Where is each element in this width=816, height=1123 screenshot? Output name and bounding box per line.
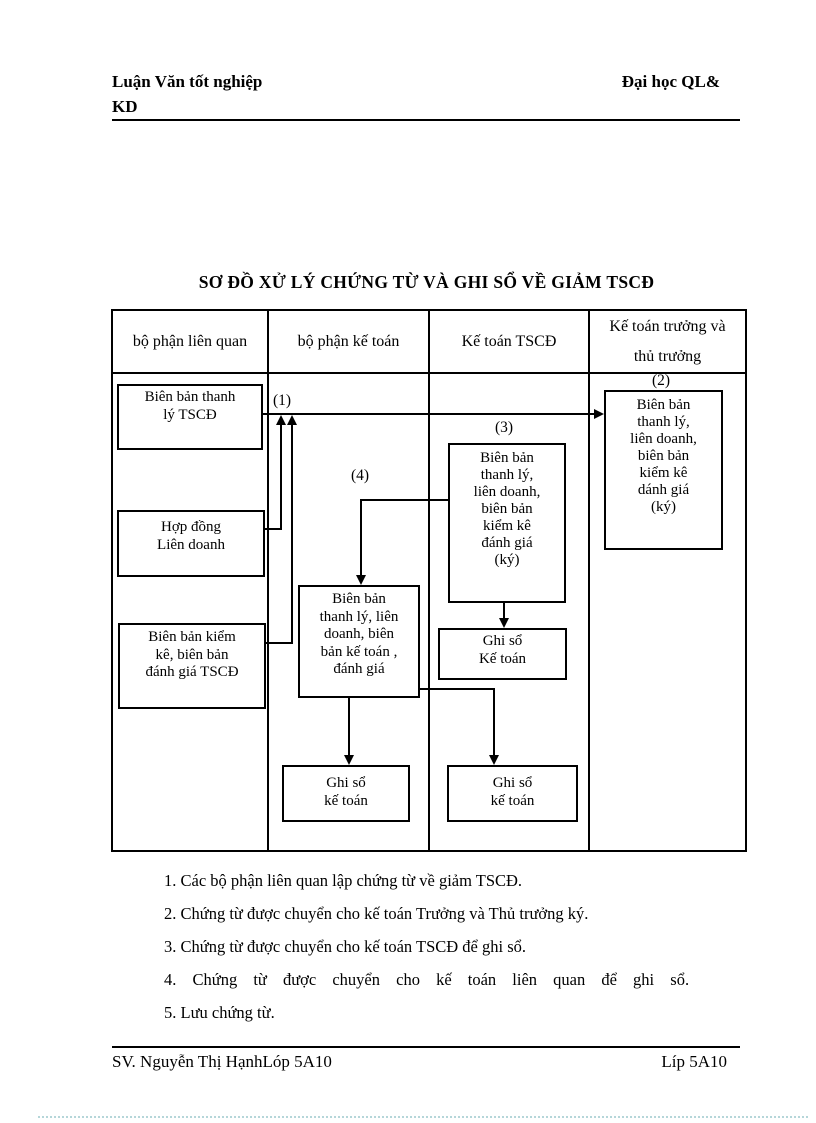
flow-line-kiemke-h: [266, 642, 293, 644]
box-hop-dong-lien-doanh: Hợp đồng Liên doanh: [117, 510, 265, 577]
step-label-4: (4): [351, 467, 370, 484]
column-header-lien-quan: bộ phận liên quan: [132, 333, 248, 350]
box-bien-ban-kiem-ke: Biên bản kiểm kê, biên bản đánh giá TSCĐ: [118, 623, 266, 709]
footer-class: Líp 5A10: [661, 1052, 727, 1071]
flow-arrowhead-kiemke-up: [287, 415, 297, 425]
flow-arrowhead-step4-down: [356, 575, 366, 585]
box-chung-tu-ke-toan: Biên bản thanh lý, liên doanh, biên bản …: [298, 585, 420, 698]
column-divider-1: [267, 311, 269, 850]
column-header-truong: Kế toán trưởng và thủ trưởng: [609, 317, 726, 365]
flow-line-hopdong-v: [280, 425, 282, 530]
note-item-5: 5. Lưu chứng từ.: [164, 1003, 275, 1022]
bottom-dotted-line: [38, 1116, 808, 1118]
step-label-1: (1): [273, 392, 292, 409]
flow-line-col2-col3-h: [420, 688, 495, 690]
flow-arrowhead-col2-ghiso-down: [344, 755, 354, 765]
box-ghi-so-ke-toan-col3: Ghi sổ kế toán: [447, 765, 578, 822]
column-header-ke-toan-tscd: Kế toán TSCĐ: [461, 333, 557, 350]
flow-line-col2-ghiso-v: [348, 698, 350, 756]
box-bien-ban-thanh-ly-tscd: Biên bản thanh lý TSCĐ: [117, 384, 263, 450]
flow-line-step4-h: [362, 499, 448, 501]
column-divider-3: [588, 311, 590, 850]
box-chung-tu-tscd: Biên bản thanh lý, liên doanh, biên bản …: [448, 443, 566, 603]
note-item-3: 3. Chứng từ được chuyển cho kế toán TSCĐ…: [164, 937, 527, 956]
column-header-ke-toan: bộ phận kế toán: [297, 333, 400, 350]
flow-arrowhead-hopdong-up: [276, 415, 286, 425]
step-label-3: (3): [495, 419, 514, 436]
box-chung-tu-ky: Biên bản thanh lý, liên doanh, biên bản …: [604, 390, 723, 550]
header-row-divider: [113, 372, 745, 374]
note-item-1: 1. Các bộ phận liên quan lập chứng từ về…: [164, 871, 523, 890]
box-ghi-so-ke-toan-col2: Ghi sổ kế toán: [282, 765, 410, 822]
flow-diagram-table: bộ phận liên quan bộ phận kế toán Kế toá…: [111, 309, 747, 852]
flow-arrowhead-main-right: [594, 409, 604, 419]
box-ghi-so-ke-toan-tscd: Ghi sổ Kế toán: [438, 628, 567, 680]
flow-arrowhead-tscd-ghiso-down: [499, 618, 509, 628]
header-thesis-title-line2: KD: [112, 97, 138, 116]
step-label-2: (2): [652, 372, 671, 389]
header-university: Đại học QL&: [621, 72, 720, 91]
flow-line-kiemke-v: [291, 425, 293, 644]
note-item-2: 2. Chứng từ được chuyển cho kế toán Trưở…: [164, 904, 589, 923]
header-rule: [112, 119, 740, 121]
flow-line-col2-col3-v: [493, 688, 495, 756]
flow-line-step4-v: [360, 499, 362, 577]
column-divider-2: [428, 311, 430, 850]
footer-rule: [112, 1046, 740, 1048]
footer-author: SV. Nguyễn Thị HạnhLóp 5A10: [112, 1052, 332, 1071]
note-item-4: 4. Chứng từ được chuyển cho kế toán liên…: [164, 970, 690, 989]
header-thesis-title: Luận Văn tốt nghiệp: [112, 72, 263, 91]
page-title: SƠ ĐỒ XỬ LÝ CHỨNG TỪ VÀ GHI SỔ VỀ GIẢM T…: [198, 272, 655, 292]
flow-line-tscd-ghiso-v: [503, 603, 505, 619]
flow-line-hopdong-h: [265, 528, 282, 530]
notes-list: 1. Các bộ phận liên quan lập chứng từ về…: [164, 871, 742, 1036]
flow-line-main: [263, 413, 595, 415]
flow-arrowhead-col2-col3-down: [489, 755, 499, 765]
